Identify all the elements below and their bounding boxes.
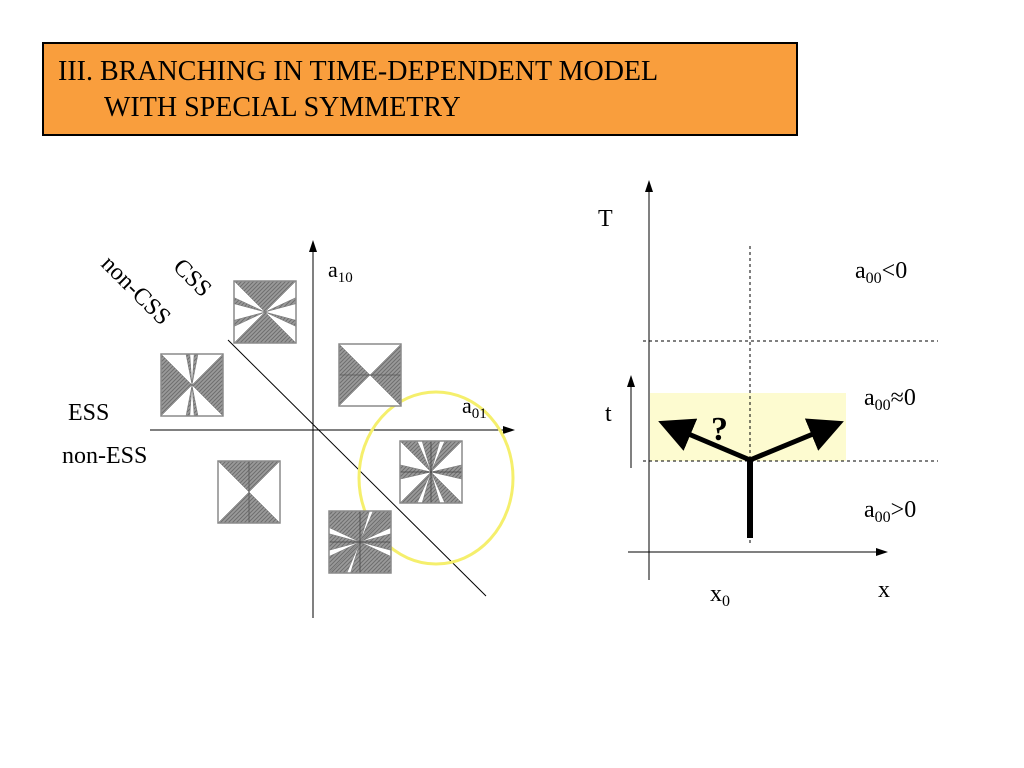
t-label: t (605, 401, 612, 427)
T-axis-arrowhead (645, 180, 653, 192)
pattern-square (160, 353, 224, 417)
css-label: CSS (168, 254, 217, 303)
ess-label: ESS (68, 400, 109, 426)
x-label: x (878, 577, 890, 603)
left-y-axis-arrowhead (309, 240, 317, 252)
non-css-label: non-CSS (96, 251, 176, 331)
title-line-1: III. BRANCHING IN TIME-DEPENDENT MODEL (58, 56, 659, 87)
right-diagram: T x t x0 ? a00<0 a00≈0 a00>0 (598, 180, 938, 610)
pattern-square (328, 510, 392, 574)
region-label-positive: a00>0 (864, 497, 916, 526)
region-label-zero: a00≈0 (864, 385, 916, 414)
pattern-square (338, 343, 402, 407)
left-x-axis-arrowhead (503, 426, 515, 434)
T-label: T (598, 206, 613, 232)
highlight-circle (357, 390, 515, 566)
pattern-square (399, 440, 463, 504)
axis-label-a10: a10 (328, 257, 353, 286)
x0-label: x0 (710, 581, 730, 610)
axis-label-a01: a01 (462, 393, 487, 422)
css-boundary-line (227, 339, 487, 597)
branch-right-arrow (749, 418, 844, 463)
highlight-band (650, 393, 846, 461)
left-diagram: a10 a01 CSS non-CSS ESS non-ESS (62, 240, 515, 618)
x-axis-arrowhead (876, 548, 888, 556)
non-ess-label: non-ESS (62, 443, 147, 469)
pattern-square (233, 280, 297, 344)
title-line-2: WITH SPECIAL SYMMETRY (104, 92, 461, 123)
region-label-negative: a00<0 (855, 258, 907, 287)
question-mark: ? (711, 411, 728, 448)
t-arrow-arrowhead (627, 375, 635, 387)
branch-left-arrow (658, 418, 751, 463)
title-box: III. BRANCHING IN TIME-DEPENDENT MODEL W… (42, 42, 798, 136)
pattern-square (217, 460, 281, 524)
